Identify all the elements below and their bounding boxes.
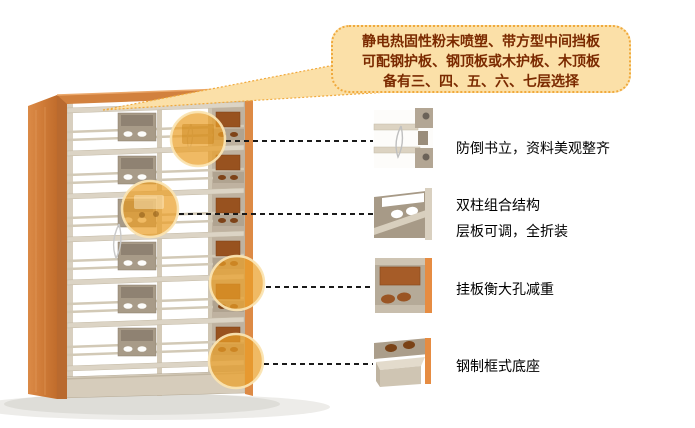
- floor-shadow: [0, 393, 330, 420]
- wire-book-support: [112, 223, 122, 260]
- callout-line-2: 可配钢护板、钢顶板或木护板、木顶板: [362, 53, 600, 69]
- annotation-label-adjustable-shelf: 层板可调，全折装: [456, 223, 568, 239]
- highlight-circles: [120, 110, 266, 390]
- thumbnail-hanging-board-photo: [375, 258, 432, 313]
- annotation-label-book-support: 防倒书立，资料美观整齐: [456, 140, 610, 156]
- thumbnail-double-post-photo: [374, 188, 432, 240]
- annotation-label-steel-base: 钢制框式底座: [456, 358, 540, 374]
- highlight-circle-3: [208, 254, 266, 312]
- highlight-circle-2: [120, 179, 180, 239]
- connector-lines: [179, 140, 373, 365]
- callout-tail: [102, 61, 390, 111]
- highlight-circle-1: [169, 110, 227, 168]
- bookshelf-image: [28, 87, 254, 399]
- callout-line-3: 备有三、四、五、六、七层选择: [383, 73, 579, 89]
- annotation-label-hanging-board: 挂板衡大孔减重: [456, 281, 554, 297]
- callout-bubble: 静电热固性粉末喷塑、带方型中间挡板 可配钢护板、钢顶板或木护板、木顶板 备有三、…: [331, 25, 631, 93]
- annotation-label-double-post: 双柱组合结构: [456, 197, 540, 213]
- highlight-circle-4: [207, 332, 265, 390]
- callout-line-1: 静电热固性粉末喷塑、带方型中间挡板: [362, 33, 600, 49]
- thumbnail-steel-base-photo: [374, 338, 431, 387]
- thumbnail-book-support-photo: [373, 108, 433, 168]
